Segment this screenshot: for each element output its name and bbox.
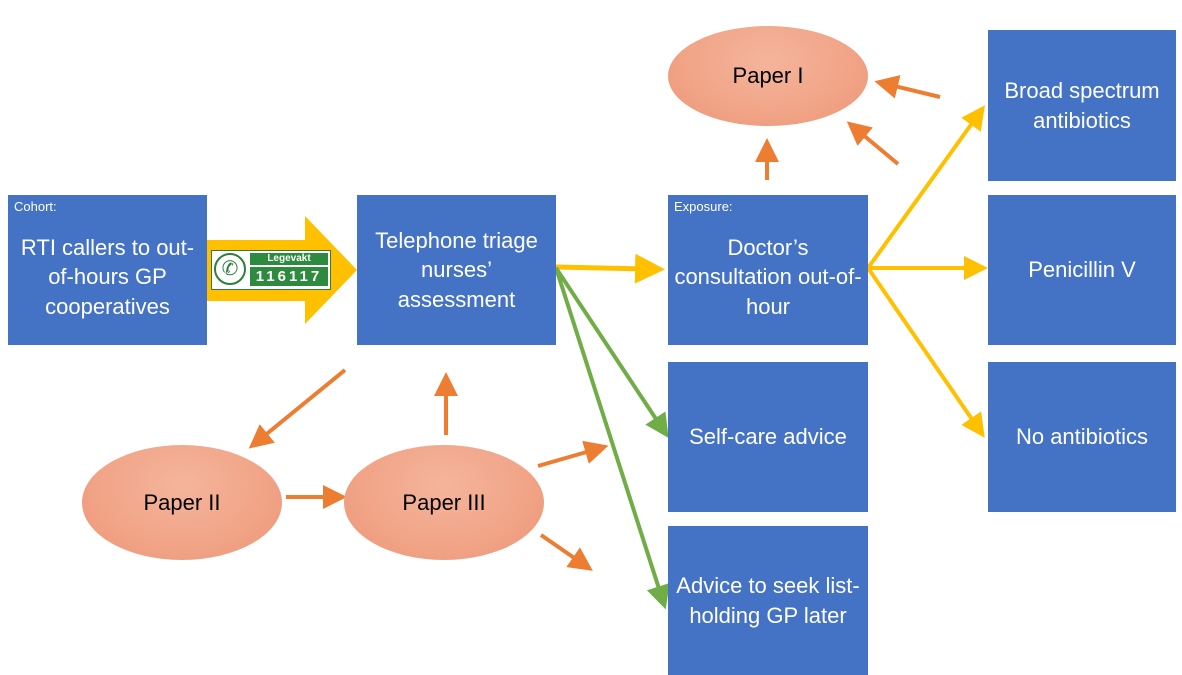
cohort-tag: Cohort: — [14, 199, 57, 214]
self-care-text: Self-care advice — [689, 424, 847, 450]
logo-number: 116117 — [250, 267, 328, 286]
paper-1-label: Paper I — [732, 63, 804, 88]
triage-to-selfcare-arrow — [554, 266, 669, 439]
outcomes-to-paper1-arrow — [846, 121, 900, 166]
legevakt-logo: ✆ Legevakt 116117 — [211, 250, 331, 290]
triage-box: Telephone triage nurses’ assessment — [357, 195, 556, 345]
doctor-to-noab-arrow — [866, 266, 985, 438]
no-antibiotics-box: No antibiotics — [988, 362, 1176, 512]
penicillin-text: Penicillin V — [1028, 257, 1136, 283]
broad-spectrum-text: Broad spectrum antibiotics — [1004, 78, 1160, 133]
doctor-to-broad-arrow — [866, 105, 986, 270]
cohort-text: RTI callers to out-of-hours GP cooperati… — [20, 235, 195, 319]
triage-to-seekgp-arrow — [554, 267, 670, 610]
doctor-tag: Exposure: — [674, 199, 733, 214]
self-care-box: Self-care advice — [668, 362, 868, 512]
seek-gp-text: Advice to seek list-holding GP later — [676, 573, 860, 628]
paper-3-ellipse: Paper III — [344, 445, 544, 560]
broad-spectrum-box: Broad spectrum antibiotics — [988, 30, 1176, 181]
broad-to-paper1-arrow — [874, 75, 941, 99]
phone-icon: ✆ — [214, 253, 246, 285]
triage-text: Telephone triage nurses’ assessment — [375, 228, 538, 312]
doctor-box: Exposure: Doctor’s consultation out-of-h… — [668, 195, 868, 345]
triage-to-doctor-arrow — [555, 253, 665, 284]
paper-1-ellipse: Paper I — [668, 26, 868, 126]
paper-3-label: Paper III — [402, 489, 486, 515]
doctor-text: Doctor’s consultation out-of-hour — [674, 235, 862, 319]
logo-word: Legevakt — [250, 253, 328, 265]
seek-gp-box: Advice to seek list-holding GP later — [668, 526, 868, 675]
no-antibiotics-text: No antibiotics — [1015, 424, 1149, 450]
paper-2-label: Paper II — [143, 489, 221, 515]
penicillin-box: Penicillin V — [988, 195, 1176, 345]
paper-2-ellipse: Paper II — [82, 445, 282, 560]
paper3-to-selfcare-arrow — [537, 440, 609, 468]
paper3-to-seekgp-arrow — [539, 533, 593, 571]
cohort-box: Cohort: RTI callers to out-of-hours GP c… — [8, 195, 207, 345]
triage-to-paper2-arrow — [248, 368, 347, 449]
